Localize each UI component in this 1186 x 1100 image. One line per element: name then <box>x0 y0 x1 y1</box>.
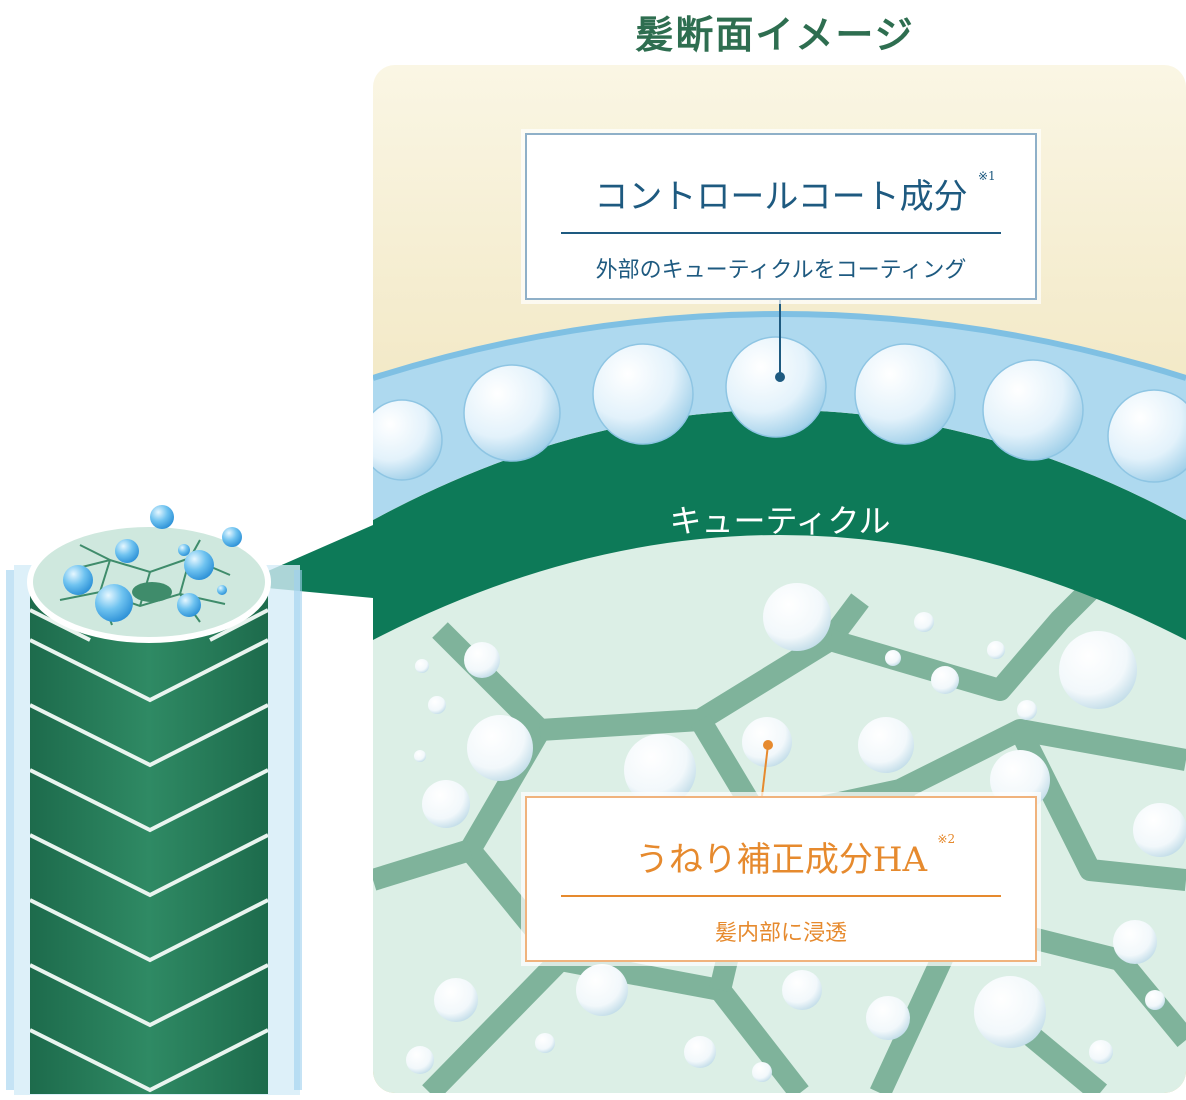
control-coat-description: 外部のキューティクルをコーティング <box>595 258 967 283</box>
ha-label-box: うねり補正成分HA ※2 髪内部に浸透 <box>525 796 1037 962</box>
ha-heading: うねり補正成分HA ※2 <box>634 832 955 881</box>
diagram-title: 髪断面イメージ <box>635 13 915 57</box>
ha-divider <box>561 895 1001 897</box>
control-coat-note: ※1 <box>977 169 996 183</box>
cuticle-label: キューティクル <box>669 502 891 540</box>
control-coat-heading: コントロールコート成分 ※1 <box>594 169 995 218</box>
control-coat-heading-text: コントロールコート成分 <box>594 177 968 217</box>
control-coat-label-box: コントロールコート成分 ※1 外部のキューティクルをコーティング <box>525 133 1037 300</box>
ha-heading-text: うねり補正成分HA <box>634 840 928 880</box>
ha-description: 髪内部に浸透 <box>714 921 847 946</box>
ha-note: ※2 <box>937 832 956 846</box>
control-coat-divider <box>561 232 1001 234</box>
